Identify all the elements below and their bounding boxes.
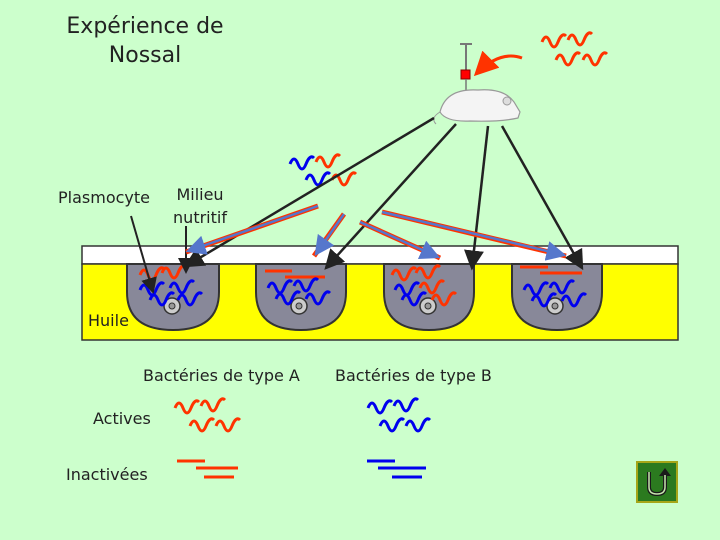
well-3 — [383, 263, 475, 332]
plasmocyte-label: Plasmocyte — [58, 188, 150, 207]
well-4 — [511, 263, 603, 332]
pipette-arrow-1 — [185, 203, 319, 255]
huile-label: Huile — [88, 311, 129, 330]
arrow-mouse-well-1 — [183, 116, 435, 268]
injected-bacteria — [540, 31, 609, 67]
mouse-icon — [433, 89, 521, 125]
milieu-nutritif-label: Milieu nutritif — [165, 183, 235, 229]
diagram-title: Expérience de Nossal — [40, 12, 250, 70]
well-4-bacteria — [520, 265, 588, 308]
milieu-line-2: nutritif — [173, 208, 227, 227]
well-2-bacteria — [265, 269, 332, 306]
inactivees-label: Inactivées — [66, 465, 148, 484]
pipette-arrow-2 — [311, 212, 347, 258]
type-b-label: Bactéries de type B — [335, 366, 492, 385]
glass-slide — [81, 245, 679, 265]
pipette-arrow-4 — [381, 209, 567, 261]
actives-label: Actives — [93, 409, 151, 428]
arrow-mouse-well-2 — [324, 123, 457, 270]
legend-inactive-a — [177, 459, 238, 479]
legend-inactive-b — [367, 459, 426, 479]
injection-arrow — [473, 50, 523, 77]
legend-active-b — [366, 397, 432, 433]
milieu-line-1: Milieu — [176, 185, 224, 204]
syringe-icon — [460, 43, 472, 90]
pipette-arrow-3 — [358, 219, 442, 261]
well-2 — [255, 263, 347, 332]
type-a-label: Bactéries de type A — [143, 366, 300, 385]
arrow-plasmocyte — [130, 215, 157, 294]
arrow-mouse-well-3 — [464, 125, 490, 271]
return-arrow-glyph — [647, 468, 671, 497]
title-line-1: Expérience de — [66, 14, 224, 39]
legend-active-a — [173, 397, 242, 433]
arrow-mouse-well-4 — [500, 125, 584, 271]
title-line-2: Nossal — [108, 43, 182, 68]
return-arrow-icon[interactable] — [636, 461, 678, 503]
